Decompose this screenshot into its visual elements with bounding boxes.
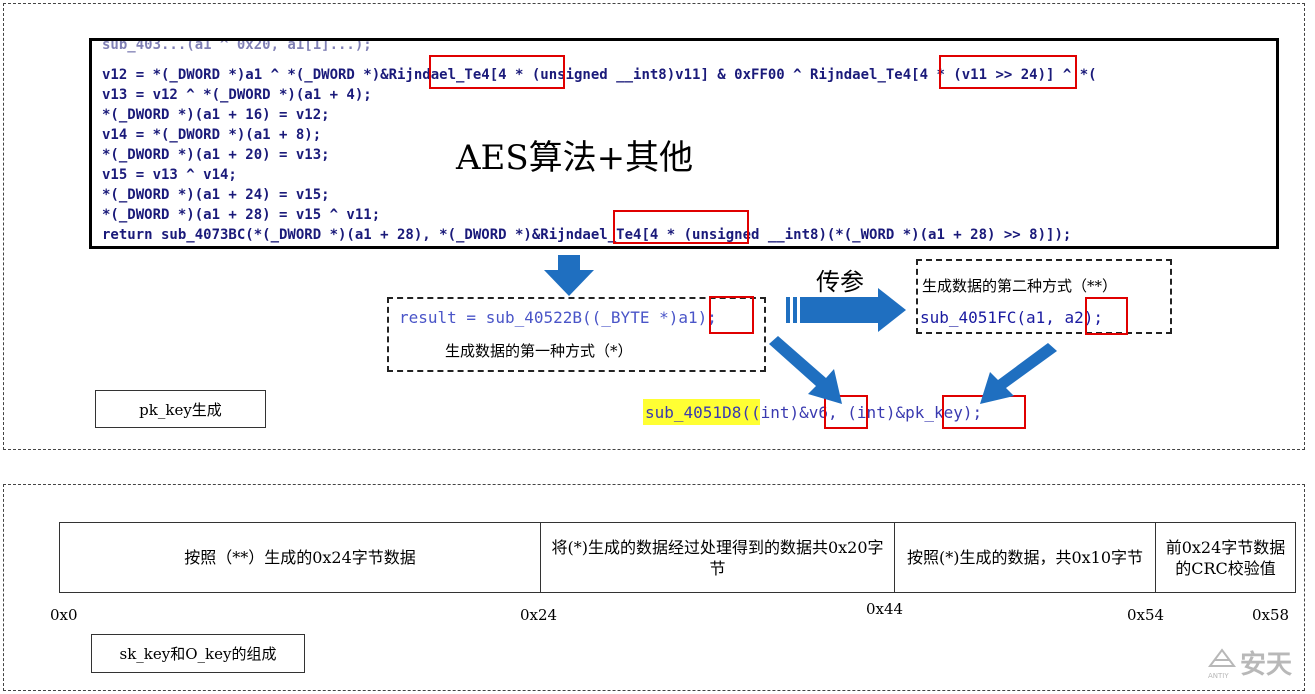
code-line-0: sub_403...(a1 ^ 0x20, a1[1]...); (102, 38, 372, 53)
field-cell-3: 前0x24字节数据的CRC校验值 (1155, 522, 1296, 593)
code-line-2: v13 = v12 ^ *(_DWORD *)(a1 + 4); (102, 87, 372, 103)
field-cell-1: 将(*)生成的数据经过处理得到的数据共0x20字节 (540, 522, 895, 593)
offset-1: 0x24 (520, 606, 558, 624)
pk-key-label: pk_key生成 (95, 390, 266, 428)
code-line-7: *(_DWORD *)(a1 + 24) = v15; (102, 187, 330, 203)
field-cell-2: 按照(*)生成的数据，共0x10字节 (894, 522, 1156, 593)
code-line-6: v15 = v13 ^ v14; (102, 167, 237, 183)
offset-4: 0x58 (1252, 606, 1290, 624)
a2-highlight (1085, 297, 1128, 335)
rijndael-te4-highlight-2 (939, 55, 1077, 89)
sk-key-label: sk_key和O_key的组成 (91, 634, 305, 673)
method2-box (916, 259, 1172, 334)
watermark-small: ANTIY (1208, 672, 1229, 680)
a1-highlight (709, 296, 754, 334)
watermark: ANTIY 安天 (1208, 644, 1298, 684)
method1-label: 生成数据的第一种方式（*） (445, 342, 633, 360)
code-title: AES算法+其他 (456, 138, 694, 178)
diagonal-arrow-right-icon (769, 336, 842, 404)
rijndael-te4-highlight-3 (613, 210, 749, 244)
code-line-5: *(_DWORD *)(a1 + 20) = v13; (102, 147, 330, 163)
call-line: sub_4051D8((int)&v6, (int)&pk_key); (645, 403, 983, 422)
v6-highlight (824, 395, 868, 429)
antiy-logo-icon (1208, 646, 1236, 670)
code-line-3: *(_DWORD *)(a1 + 16) = v12; (102, 107, 330, 123)
offset-3: 0x54 (1127, 606, 1165, 624)
offset-0: 0x0 (50, 606, 78, 624)
code-line-1: v12 = *(_DWORD *)a1 ^ *(_DWORD *)&Rijnda… (102, 67, 1097, 83)
watermark-text: 安天 (1240, 650, 1293, 680)
right-arrow-icon (786, 288, 906, 332)
method1-box (387, 297, 766, 372)
down-arrow-icon (544, 255, 594, 296)
method2-label: 生成数据的第二种方式（**） (922, 277, 1118, 295)
code-line-9: return sub_4073BC(*(_DWORD *)(a1 + 28), … (102, 227, 1072, 243)
sk-key-section (3, 484, 1305, 691)
diagonal-arrow-left-icon (980, 343, 1057, 404)
code-panel: sub_403...(a1 ^ 0x20, a1[1]...); v12 = *… (89, 38, 1279, 249)
call-highlight (643, 399, 760, 425)
field-cell-0: 按照（**）生成的0x24字节数据 (59, 522, 541, 593)
pass-label: 传参 (816, 268, 864, 296)
rijndael-te4-highlight-1 (429, 55, 565, 89)
method1-code: result = sub_40522B((_BYTE *)a1); (399, 308, 717, 327)
code-line-8: *(_DWORD *)(a1 + 28) = v15 ^ v11; (102, 207, 381, 223)
method2-code: sub_4051FC(a1, a2); (920, 308, 1104, 327)
code-line-4: v14 = *(_DWORD *)(a1 + 8); (102, 127, 322, 143)
pk-key-section (3, 3, 1305, 450)
offset-2: 0x44 (866, 600, 904, 618)
